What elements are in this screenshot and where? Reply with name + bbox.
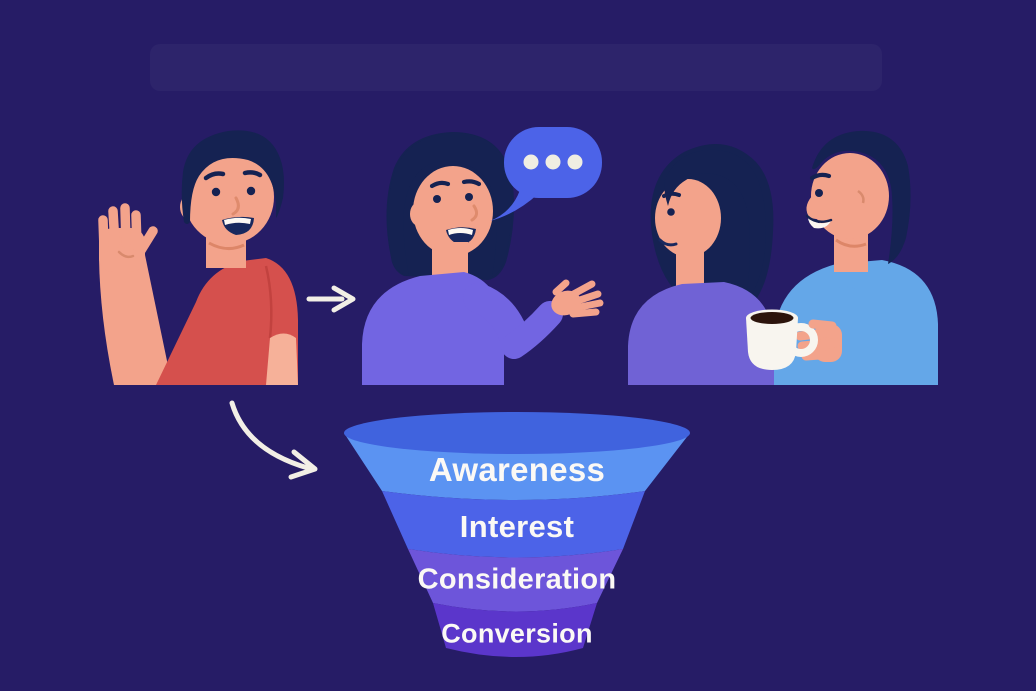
funnel-stage-consideration — [408, 549, 623, 612]
funnel-stage-interest — [382, 491, 645, 558]
smile — [808, 217, 831, 229]
funnel-rim — [344, 412, 690, 454]
face — [655, 179, 721, 257]
arrow-right-icon — [306, 285, 356, 313]
speech-bubble — [490, 127, 602, 221]
funnel-label-awareness: Awareness — [428, 451, 606, 488]
funnel-label-interest: Interest — [459, 509, 575, 544]
marketing-funnel — [344, 412, 690, 657]
face — [811, 153, 889, 239]
hair — [181, 130, 284, 224]
funnel-stage-conversion — [433, 603, 597, 657]
ear — [851, 184, 871, 210]
smile — [658, 238, 678, 247]
waving-man-illustration — [98, 130, 298, 385]
gesturing-hand — [551, 279, 604, 318]
talking-woman-illustration — [362, 132, 604, 385]
coffee — [750, 312, 794, 324]
listening-woman-illustration — [628, 144, 774, 385]
curved-arrow-down-icon — [229, 400, 318, 480]
typing-ellipsis-icon — [523, 154, 583, 170]
funnel-label-consideration: Consideration — [417, 563, 617, 596]
man-with-coffee-illustration — [746, 130, 938, 385]
hair — [812, 130, 911, 264]
funnel-label-conversion: Conversion — [441, 618, 593, 649]
coffee-mug — [746, 309, 842, 370]
